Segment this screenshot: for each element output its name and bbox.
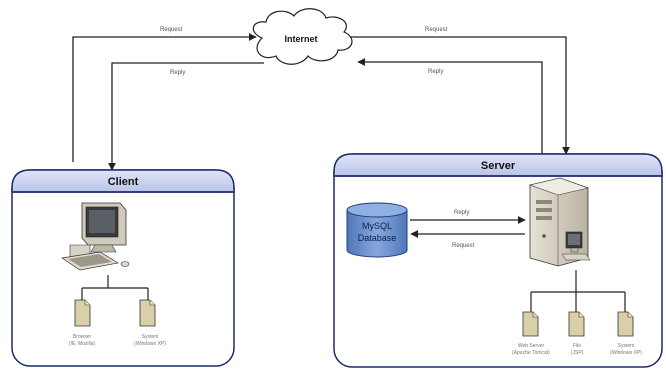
- server-title: Server: [481, 160, 516, 172]
- server-connectors: [350, 36, 570, 155]
- browser-file-icon: [74, 299, 91, 327]
- client-reply-label: Reply: [170, 70, 185, 76]
- client-file-tree: [81, 275, 149, 300]
- client-panel: Client Browser (IE, Mozilla): [11, 169, 235, 367]
- server-reply-label: Reply: [428, 69, 443, 75]
- client-connectors: [72, 33, 264, 171]
- client-system-file-label: System: [142, 334, 159, 340]
- jsp-file-sublabel: (JSP): [571, 350, 584, 356]
- database-connectors: [410, 216, 526, 238]
- db-request-label: Request: [452, 243, 475, 249]
- system-file-icon: [139, 299, 156, 327]
- internet-cloud: Internet: [252, 8, 353, 65]
- server-system-file-label: System: [618, 343, 635, 349]
- web-server-file-icon: [522, 311, 539, 337]
- mysql-database-icon: [346, 202, 408, 258]
- internet-label: Internet: [284, 34, 317, 44]
- server-file-tree: [530, 270, 626, 312]
- web-server-file-sublabel: (Apache Tomcat): [512, 350, 550, 356]
- server-tower-icon: [528, 177, 591, 267]
- server-system-file-sublabel: (Windows XP): [610, 350, 642, 356]
- jsp-file-label: File: [573, 343, 581, 349]
- client-request-label: Request: [160, 27, 183, 33]
- browser-file-label: Browser: [73, 334, 92, 340]
- db-reply-label: Reply: [454, 210, 469, 216]
- server-panel: Server MySQL Database Reply Request: [333, 153, 663, 368]
- database-label: MySQL: [362, 221, 392, 231]
- desktop-computer-icon: [61, 202, 130, 271]
- server-request-label: Request: [425, 27, 448, 33]
- browser-file-sublabel: (IE, Mozilla): [69, 341, 96, 347]
- jsp-file-icon: [568, 311, 585, 337]
- server-system-file-icon: [617, 311, 634, 337]
- client-title: Client: [108, 176, 139, 188]
- client-system-file-sublabel: (Windows XP): [134, 341, 166, 347]
- web-server-file-label: Web Server: [518, 343, 545, 349]
- database-sublabel: Database: [358, 233, 397, 243]
